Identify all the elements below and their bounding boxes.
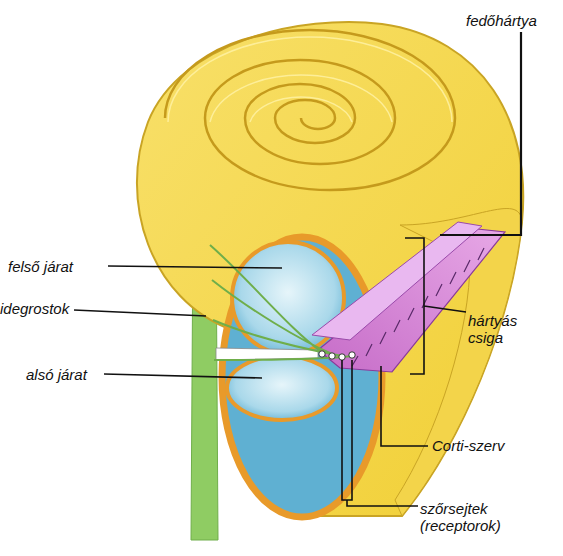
leader-line (108, 266, 282, 268)
hair-cell (339, 354, 345, 360)
spiral-groove (165, 30, 455, 190)
spiral-highlight (168, 37, 452, 122)
leader-line (104, 374, 262, 378)
part-label: alsó járat (26, 366, 108, 383)
lower-chamber (227, 356, 337, 420)
part-label: felső járat (8, 258, 108, 275)
part-label: hártyás csiga (468, 312, 534, 346)
hair-cell (319, 351, 325, 357)
hair-cell (349, 352, 355, 358)
part-label: Corti-szerv (432, 437, 542, 454)
membranous-cochlea (318, 228, 505, 372)
leader-line (440, 32, 521, 235)
bracket-line (342, 360, 418, 506)
hair-cells (319, 351, 355, 360)
hair-bundles (352, 248, 484, 366)
bracket-line (405, 238, 466, 374)
leader-line (381, 366, 428, 446)
nerve-fibres (210, 245, 352, 360)
part-label: szőrsejtek (receptorok) (420, 500, 550, 534)
tectorial-membrane (312, 222, 482, 340)
part-label: idegrostok (0, 300, 80, 317)
leader-lines (74, 32, 521, 506)
leader-line (74, 310, 206, 316)
hair-cell (329, 353, 335, 359)
part-label: fedőhártya (466, 12, 561, 29)
